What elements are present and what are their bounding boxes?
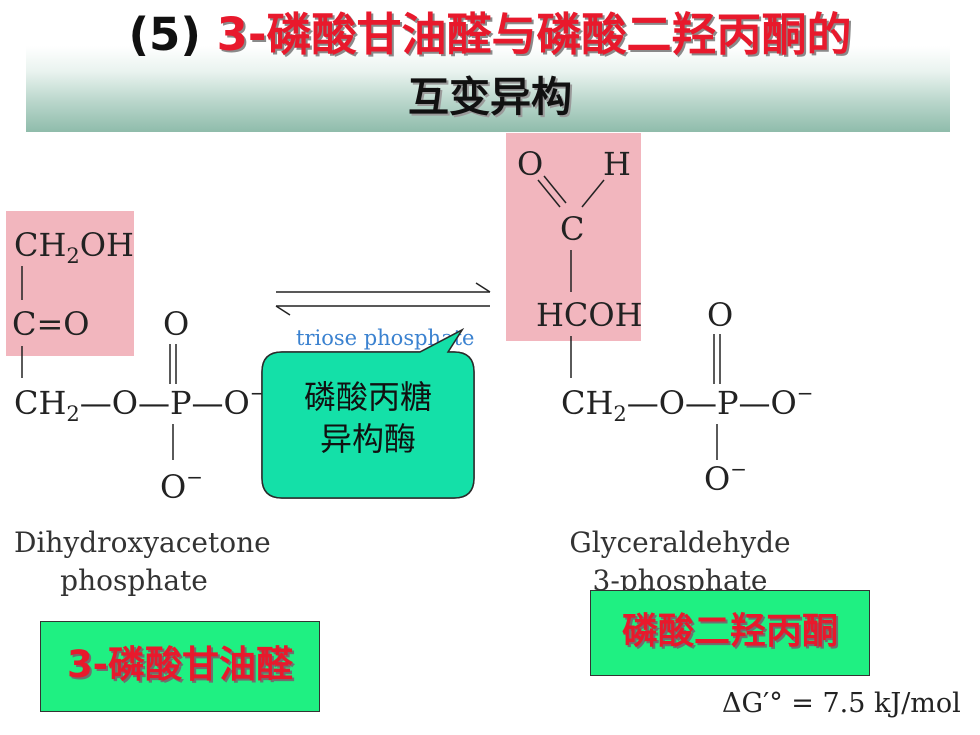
svg-text:O: O	[163, 305, 189, 343]
svg-text:C: C	[560, 210, 584, 248]
svg-text:H: H	[603, 145, 631, 183]
svg-text:C=O: C=O	[12, 305, 90, 343]
glyceraldehyde-3-phosphate-structure: O H C HCOH CH2—O—P—O− O O−	[517, 145, 814, 498]
svg-text:CH2OH: CH2OH	[14, 226, 134, 268]
right-compound-label-box: 磷酸二羟丙酮	[590, 590, 870, 676]
title-banner	[26, 46, 950, 132]
right-name-line1: Glyceraldehyde	[569, 526, 791, 559]
svg-text:O−: O−	[704, 457, 747, 498]
enzyme-callout-text: 磷酸丙糖 异构酶	[262, 376, 474, 460]
title-highlight: 3-磷酸甘油醛与磷酸二羟丙酮的	[216, 8, 852, 61]
left-name-line2: phosphate	[60, 564, 208, 597]
svg-text:O−: O−	[160, 465, 203, 506]
left-molecule-name: Dihydroxyacetone phosphate	[14, 524, 271, 600]
svg-text:O: O	[517, 145, 543, 183]
dihydroxyacetone-phosphate-structure: CH2OH C=O CH2—O—P—O− O O−	[12, 226, 267, 506]
svg-text:CH2—O—P—O−: CH2—O—P—O−	[14, 381, 267, 426]
left-compound-label-box: 3-磷酸甘油醛	[40, 621, 320, 712]
title-number: (5)	[128, 8, 201, 61]
delta-g-value: ΔG′° = 7.5 kJ/mol	[722, 688, 961, 719]
left-compound-label: 3-磷酸甘油醛	[66, 643, 294, 686]
right-highlight-box	[506, 133, 641, 341]
svg-text:O: O	[707, 296, 733, 334]
enzyme-english-label: triose phosphate	[296, 326, 475, 350]
svg-text:HCOH: HCOH	[536, 296, 643, 334]
equilibrium-arrows	[275, 282, 491, 316]
page-subtitle: 互变异构	[408, 73, 572, 121]
enzyme-callout-line1: 磷酸丙糖	[303, 378, 432, 416]
svg-text:CH2—O—P—O−: CH2—O—P—O−	[561, 381, 814, 426]
left-name-line1: Dihydroxyacetone	[14, 526, 271, 559]
right-compound-label: 磷酸二羟丙酮	[621, 611, 838, 652]
enzyme-callout-line2: 异构酶	[319, 420, 416, 458]
left-highlight-box	[6, 211, 134, 356]
right-molecule-name: Glyceraldehyde 3-phosphate	[560, 524, 800, 600]
page-title: (5) 3-磷酸甘油醛与磷酸二羟丙酮的	[0, 8, 980, 62]
